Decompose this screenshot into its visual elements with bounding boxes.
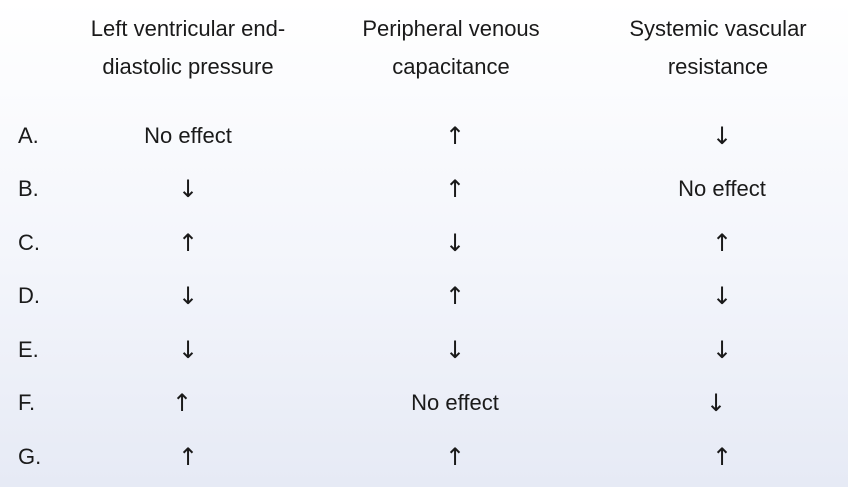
lvedp-value: No effect [144, 123, 232, 148]
lvedp-value: ↓ [177, 282, 199, 310]
venous-capacitance-value: No effect [411, 390, 499, 415]
option-label: F. [18, 390, 36, 415]
header-venous-capacitance-line2: capacitance [392, 54, 510, 79]
option-label: B. [18, 176, 39, 201]
option-label: A. [18, 123, 39, 148]
venous-capacitance-value: ↑ [444, 175, 466, 203]
header-venous-capacitance-line1: Peripheral venous [362, 16, 540, 41]
svr-value: ↓ [711, 122, 733, 150]
answer-row-e[interactable]: E. ↓ ↓ ↓ [0, 330, 848, 370]
lvedp-value: ↓ [177, 336, 199, 364]
header-svr: Systemic vascular resistance [588, 10, 848, 90]
lvedp-value: ↓ [177, 175, 199, 203]
answer-row-f[interactable]: F. ↑ No effect ↓ [0, 383, 848, 423]
option-label: E. [18, 337, 39, 362]
venous-capacitance-value: ↓ [444, 229, 466, 257]
answer-row-a[interactable]: A. No effect ↑ ↓ [0, 116, 848, 156]
answer-row-g[interactable]: G. ↑ ↑ ↑ [0, 437, 848, 477]
header-svr-line2: resistance [667, 54, 769, 79]
venous-capacitance-value: ↓ [444, 336, 466, 364]
header-lvedp: Left ventricular end- diastolic pressure [60, 10, 316, 90]
header-svr-line1: Systemic vascular [629, 16, 807, 41]
option-label: C. [18, 230, 40, 255]
svr-value: ↓ [711, 282, 733, 310]
svr-value: ↑ [711, 443, 733, 471]
option-label: D. [18, 283, 40, 308]
svr-value: ↓ [705, 389, 727, 417]
header-lvedp-line2: diastolic pressure [102, 54, 274, 79]
venous-capacitance-value: ↑ [444, 122, 466, 150]
answer-row-c[interactable]: C. ↑ ↓ ↑ [0, 223, 848, 263]
lvedp-value: ↑ [171, 389, 193, 417]
venous-capacitance-value: ↑ [444, 443, 466, 471]
venous-capacitance-value: ↑ [444, 282, 466, 310]
answer-row-b[interactable]: B. ↓ ↑ No effect [0, 169, 848, 209]
svr-value: ↑ [711, 229, 733, 257]
svr-value: ↓ [711, 336, 733, 364]
header-venous-capacitance: Peripheral venous capacitance [322, 10, 580, 90]
svr-value: No effect [678, 176, 766, 201]
answer-row-d[interactable]: D. ↓ ↑ ↓ [0, 276, 848, 316]
lvedp-value: ↑ [177, 229, 199, 257]
header-lvedp-line1: Left ventricular end- [90, 16, 286, 41]
option-label: G. [18, 444, 42, 469]
lvedp-value: ↑ [177, 443, 199, 471]
